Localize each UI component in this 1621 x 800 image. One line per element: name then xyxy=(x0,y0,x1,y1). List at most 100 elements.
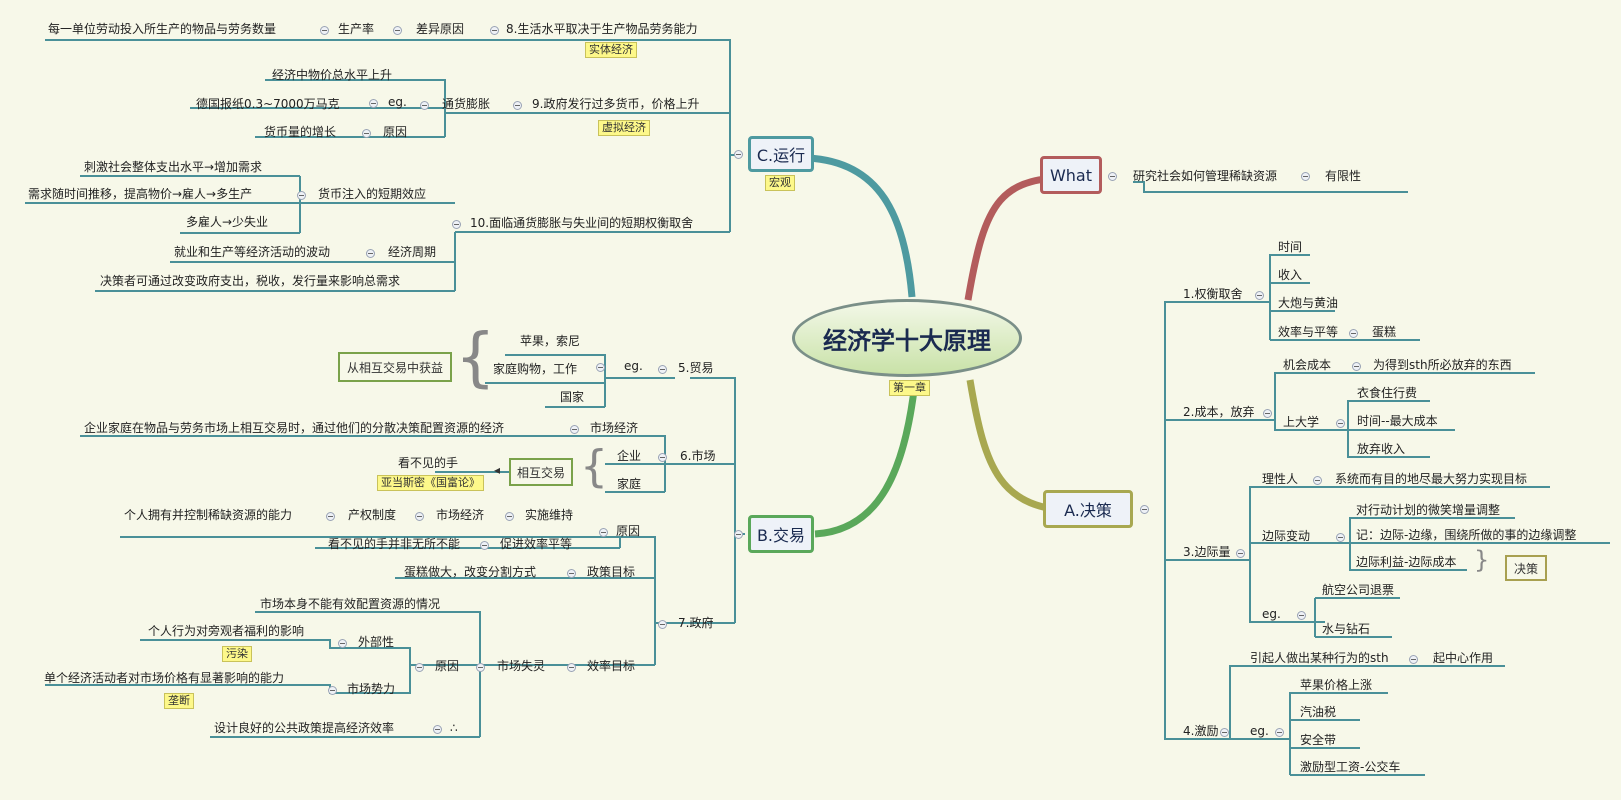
b7-ext[interactable]: 外部性 xyxy=(358,635,395,649)
c10-cycle[interactable]: 经济周期 xyxy=(388,245,437,259)
decision-callout[interactable]: 决策 xyxy=(1505,555,1547,581)
c8-diff[interactable]: 差异原因 xyxy=(416,22,465,36)
b5-label[interactable]: 5.贸易 xyxy=(678,361,714,375)
collapse-toggle-icon[interactable] xyxy=(1352,362,1361,371)
collapse-toggle-icon[interactable] xyxy=(567,569,576,578)
c10-cycle-def[interactable]: 就业和生产等经济活动的波动 xyxy=(174,245,331,259)
c9-eg-item[interactable]: 德国报纸0.3~7000万马克 xyxy=(196,97,340,111)
collapse-toggle-icon[interactable] xyxy=(297,191,306,200)
c10-maker[interactable]: 决策者可通过改变政府支出，税收，发行量来影响总需求 xyxy=(100,274,401,288)
mutual-trade-callout[interactable]: 相互交易 xyxy=(509,458,573,486)
collapse-toggle-icon[interactable] xyxy=(658,453,667,462)
b7-fail-def[interactable]: 市场本身不能有效配置资源的情况 xyxy=(260,597,441,611)
collapse-toggle-icon[interactable] xyxy=(734,150,743,159)
collapse-toggle-icon[interactable] xyxy=(338,639,347,648)
central-topic[interactable]: 经济学十大原理 xyxy=(792,299,1022,377)
a3-eg-item[interactable]: 水与钻石 xyxy=(1322,622,1371,636)
collapse-toggle-icon[interactable] xyxy=(567,663,576,672)
c9-eg-item[interactable]: 经济中物价总水平上升 xyxy=(272,68,393,82)
collapse-toggle-icon[interactable] xyxy=(570,425,579,434)
b7-cause2[interactable]: 原因 xyxy=(435,659,460,673)
c8-prod[interactable]: 生产率 xyxy=(338,22,375,36)
b7-therefore[interactable]: ∴ xyxy=(450,721,458,735)
b7-power[interactable]: 市场势力 xyxy=(347,682,396,696)
c10-label[interactable]: 10.面临通货膨胀与失业间的短期权衡取舍 xyxy=(470,216,694,230)
c8-label[interactable]: 8.生活水平取决于生产物品劳务能力 xyxy=(506,22,698,36)
b7-equal[interactable]: 促进效率平等 xyxy=(500,537,573,551)
collapse-toggle-icon[interactable] xyxy=(1275,728,1284,737)
a2-uni-item[interactable]: 时间--最大成本 xyxy=(1357,414,1438,428)
b6-hand[interactable]: 看不见的手 xyxy=(398,456,459,470)
b7-prop-def[interactable]: 个人拥有并控制稀缺资源的能力 xyxy=(124,508,293,522)
collapse-toggle-icon[interactable] xyxy=(505,512,514,521)
collapse-toggle-icon[interactable] xyxy=(1301,172,1310,181)
b7-mkt[interactable]: 市场经济 xyxy=(436,508,485,522)
b6-firm[interactable]: 企业 xyxy=(617,449,642,463)
collapse-toggle-icon[interactable] xyxy=(420,101,429,110)
a4-eg-item[interactable]: 安全带 xyxy=(1300,733,1337,747)
collapse-toggle-icon[interactable] xyxy=(599,528,608,537)
collapse-toggle-icon[interactable] xyxy=(476,663,485,672)
a2-opp-def[interactable]: 为得到sth所必放弃的东西 xyxy=(1373,358,1512,372)
c10-inject-item[interactable]: 多雇人→少失业 xyxy=(186,215,269,229)
b7-ext-def[interactable]: 个人行为对旁观者福利的影响 xyxy=(148,624,305,638)
a1-item[interactable]: 收入 xyxy=(1278,268,1303,282)
c9-infl[interactable]: 通货膨胀 xyxy=(442,97,491,111)
collapse-toggle-icon[interactable] xyxy=(415,663,424,672)
b6-econ[interactable]: 市场经济 xyxy=(590,421,639,435)
collapse-toggle-icon[interactable] xyxy=(366,249,375,258)
a4-eg-item[interactable]: 苹果价格上涨 xyxy=(1300,678,1373,692)
collapse-toggle-icon[interactable] xyxy=(1108,172,1117,181)
c9-label[interactable]: 9.政府发行过多货币，价格上升 xyxy=(532,97,700,111)
collapse-toggle-icon[interactable] xyxy=(1349,329,1358,338)
collapse-toggle-icon[interactable] xyxy=(452,220,461,229)
collapse-toggle-icon[interactable] xyxy=(490,26,499,35)
a2-uni[interactable]: 上大学 xyxy=(1283,415,1320,429)
a3-eg-item[interactable]: 航空公司退票 xyxy=(1322,583,1395,597)
collapse-toggle-icon[interactable] xyxy=(1255,291,1264,300)
a3-marginal-item[interactable]: 对行动计划的微笑增量调整 xyxy=(1356,503,1501,517)
a3-marginal[interactable]: 边际变动 xyxy=(1262,529,1311,543)
collapse-toggle-icon[interactable] xyxy=(734,530,743,539)
collapse-toggle-icon[interactable] xyxy=(1220,728,1229,737)
b7-design[interactable]: 设计良好的公共政策提高经济效率 xyxy=(214,721,395,735)
a3-label[interactable]: 3.边际量 xyxy=(1183,545,1231,559)
a1-item[interactable]: 大炮与黄油 xyxy=(1278,296,1339,310)
a2-label[interactable]: 2.成本，放弃 xyxy=(1183,405,1255,419)
b6-home[interactable]: 家庭 xyxy=(617,477,642,491)
topic-a[interactable]: A.决策 xyxy=(1043,490,1133,528)
a1-sub[interactable]: 蛋糕 xyxy=(1372,325,1397,339)
b7-fail[interactable]: 市场失灵 xyxy=(497,659,546,673)
a3-rational[interactable]: 理性人 xyxy=(1262,472,1299,486)
a1-item[interactable]: 效率与平等 xyxy=(1278,325,1339,339)
collapse-toggle-icon[interactable] xyxy=(415,512,424,521)
collapse-toggle-icon[interactable] xyxy=(369,99,378,108)
collapse-toggle-icon[interactable] xyxy=(1297,611,1306,620)
collapse-toggle-icon[interactable] xyxy=(1336,533,1345,542)
collapse-toggle-icon[interactable] xyxy=(1409,655,1418,664)
collapse-toggle-icon[interactable] xyxy=(658,365,667,374)
collapse-toggle-icon[interactable] xyxy=(433,725,442,734)
collapse-toggle-icon[interactable] xyxy=(1140,505,1149,514)
b6-label[interactable]: 6.市场 xyxy=(680,449,716,463)
c10-inject[interactable]: 货币注入的短期效应 xyxy=(318,187,427,201)
a2-uni-item[interactable]: 衣食住行费 xyxy=(1357,386,1418,400)
collapse-toggle-icon[interactable] xyxy=(1263,409,1272,418)
b6-econ-def[interactable]: 企业家庭在物品与劳务市场上相互交易时，通过他们的分散决策配置资源的经济 xyxy=(84,421,505,435)
a3-marginal-item[interactable]: 记：边际-边缘，围绕所做的事的边缘调整 xyxy=(1356,528,1577,542)
collapse-toggle-icon[interactable] xyxy=(328,686,337,695)
topic-c[interactable]: C.运行 xyxy=(748,136,814,172)
collapse-toggle-icon[interactable] xyxy=(658,620,667,629)
b5-eg-item[interactable]: 苹果，索尼 xyxy=(520,334,581,348)
b7-label[interactable]: 7.政府 xyxy=(678,616,714,630)
collapse-toggle-icon[interactable] xyxy=(1236,549,1245,558)
gain-callout[interactable]: 从相互交易中获益 xyxy=(338,352,452,382)
a4-eg[interactable]: eg. xyxy=(1250,724,1269,738)
collapse-toggle-icon[interactable] xyxy=(320,26,329,35)
b7-impl[interactable]: 实施维持 xyxy=(525,508,574,522)
c9-eg[interactable]: eg. xyxy=(388,95,407,109)
b7-policy[interactable]: 政策目标 xyxy=(587,565,636,579)
c9-cause[interactable]: 原因 xyxy=(383,125,408,139)
c8-prod-def[interactable]: 每一单位劳动投入所生产的物品与劳务数量 xyxy=(48,22,277,36)
a3-eg[interactable]: eg. xyxy=(1262,607,1281,621)
